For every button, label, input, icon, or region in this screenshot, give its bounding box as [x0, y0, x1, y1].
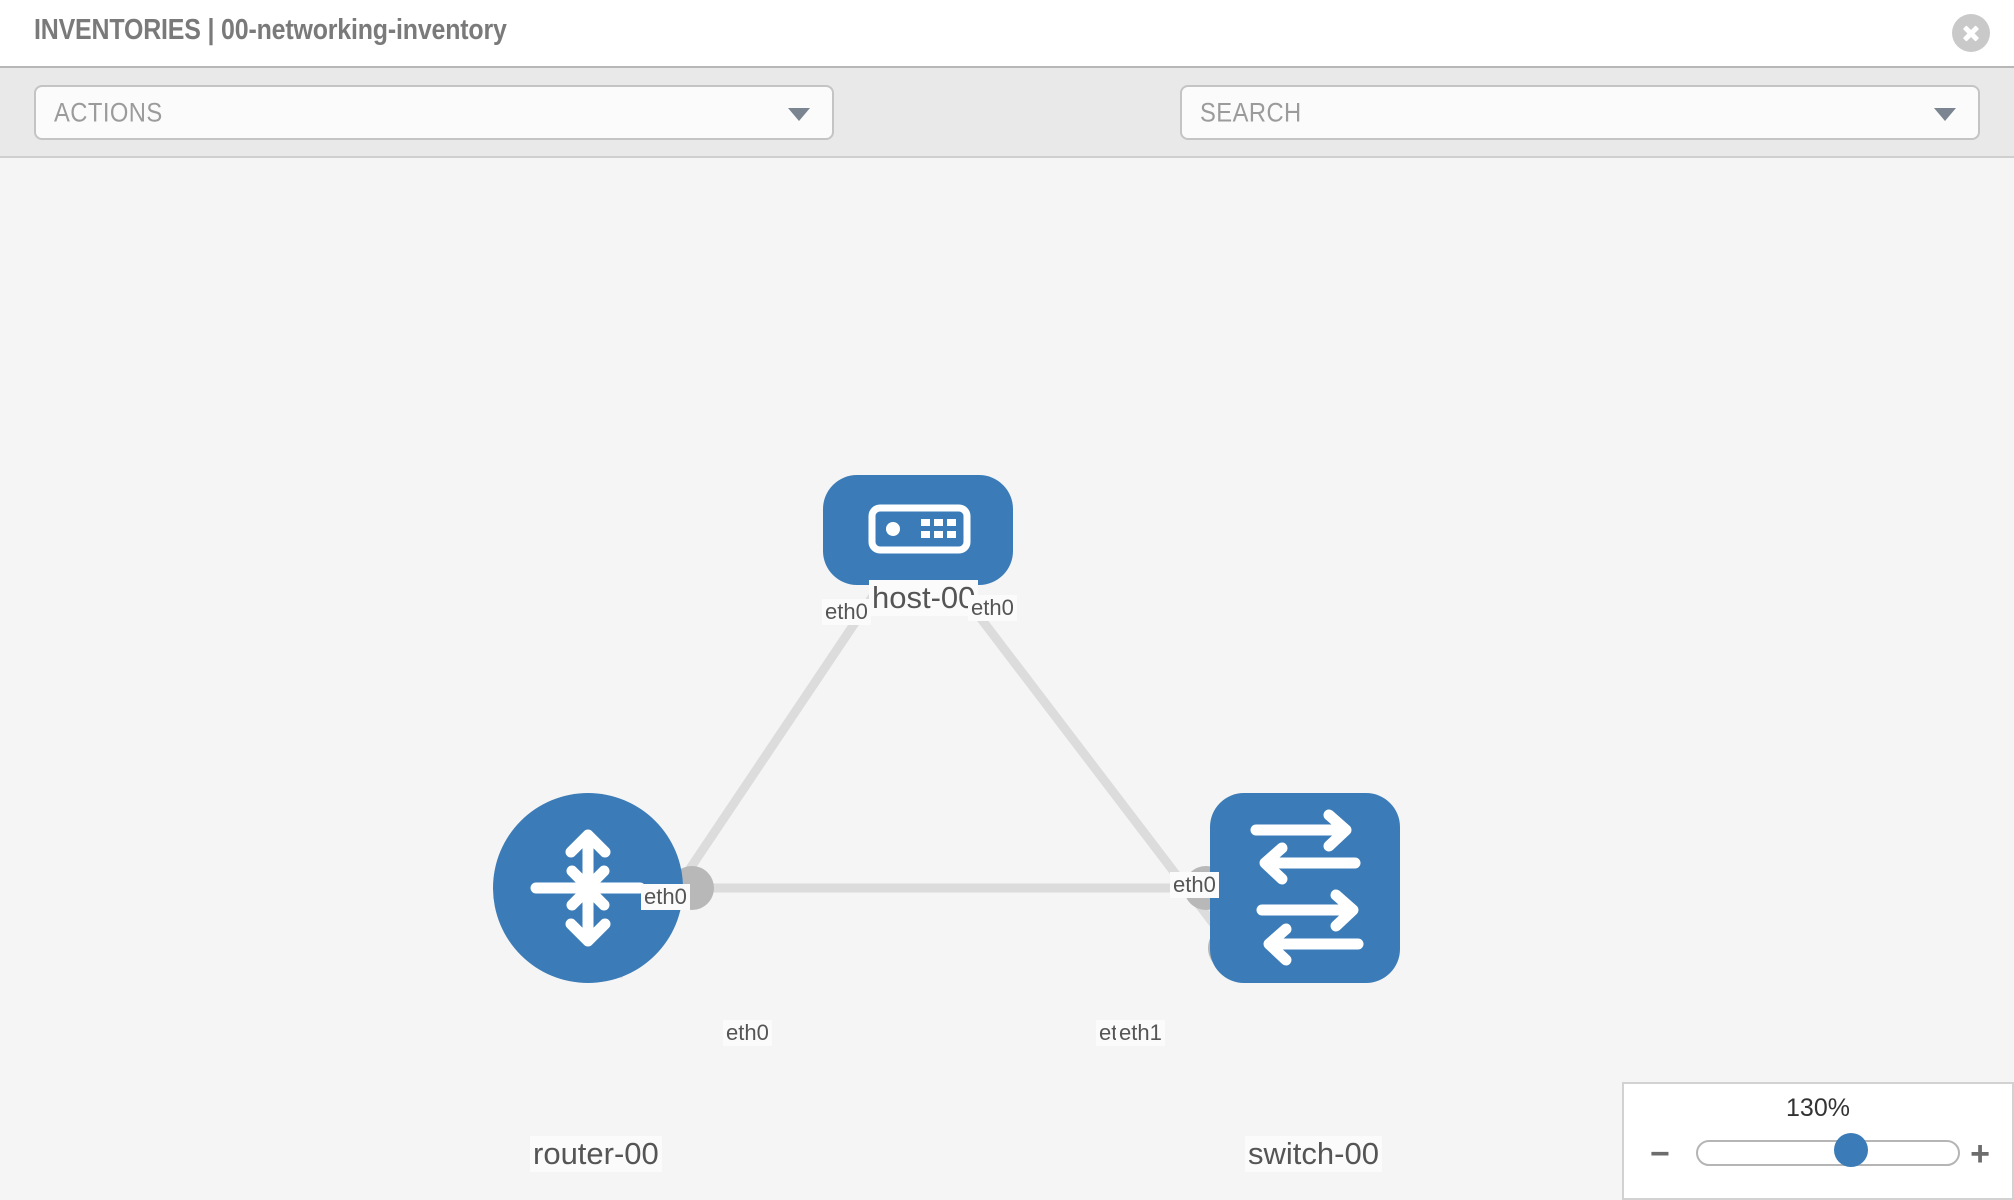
node-switch-00[interactable] — [1210, 793, 1400, 983]
edge-label-switch00-uplink: eth0 — [1170, 872, 1219, 899]
actions-dropdown-label: ACTIONS — [54, 97, 163, 127]
topology-canvas[interactable]: eth0 host-00 eth0 eth0 eth0 eth0 eth0 et… — [0, 158, 2014, 1200]
chevron-down-icon — [1934, 107, 1956, 121]
server-icon — [868, 504, 971, 554]
zoom-level-value: 130% — [1786, 1094, 1850, 1122]
edge-label-router00-eth0: eth0 — [723, 1020, 772, 1047]
edge-label-switch00-eth1: eth1 — [1116, 1020, 1165, 1047]
topology-toolbar: ACTIONS SEARCH — [0, 68, 2014, 197]
node-label-host-00: host-00 — [869, 580, 979, 617]
topology-links — [614, 575, 1236, 979]
search-placeholder: SEARCH — [1200, 97, 1302, 127]
zoom-slider-thumb[interactable] — [1834, 1133, 1868, 1167]
router-arrows-icon — [530, 829, 646, 947]
node-label-switch-00: switch-00 — [1245, 1136, 1382, 1173]
actions-dropdown[interactable]: ACTIONS — [34, 85, 834, 140]
edge-label-router00-uplink: eth0 — [641, 884, 690, 911]
chevron-down-icon — [788, 107, 810, 121]
search-input[interactable]: SEARCH — [1180, 85, 1980, 140]
zoom-out-button[interactable]: − — [1650, 1135, 1670, 1173]
zoom-in-button[interactable]: + — [1970, 1135, 1990, 1173]
page-title: INVENTORIES | 00-networking-inventory — [34, 14, 507, 46]
node-host-00[interactable] — [823, 475, 1013, 585]
topology-graph — [493, 475, 1400, 983]
node-label-router-00: router-00 — [530, 1136, 662, 1173]
edge-label-host00-right: eth0 — [968, 595, 1017, 622]
page-header: INVENTORIES | 00-networking-inventory — [0, 0, 2014, 68]
zoom-slider-track[interactable] — [1696, 1140, 1960, 1166]
close-icon[interactable] — [1952, 14, 1990, 52]
edge-label-host00-left: eth0 — [822, 599, 871, 626]
switch-arrows-icon — [1250, 809, 1364, 966]
node-router-00[interactable] — [493, 793, 683, 983]
zoom-control-panel: 130% − + — [1622, 1082, 2014, 1200]
